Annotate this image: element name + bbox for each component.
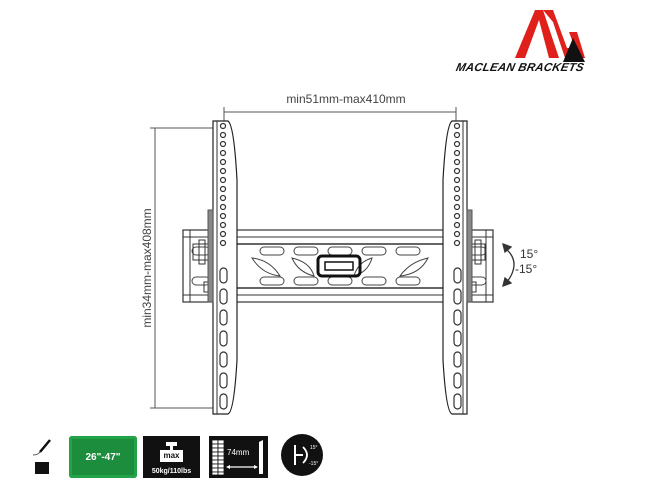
weight-icon bbox=[166, 442, 177, 446]
width-dimension-label: min51mm-max410mm bbox=[286, 92, 406, 106]
height-dimension-label: min34mm-max408mm bbox=[140, 208, 154, 328]
screen-size-badge: 26"-47" bbox=[69, 436, 137, 478]
max-weight-badge: max 50kg/110lbs bbox=[143, 436, 200, 478]
weight-max-label: max bbox=[160, 450, 183, 462]
tilt-arrow-icon bbox=[502, 242, 515, 288]
install-tool-icon bbox=[32, 439, 51, 474]
weight-value: 50kg/110lbs bbox=[151, 468, 192, 475]
svg-text:15°: 15° bbox=[310, 445, 318, 451]
screen-size-label: 26"-47" bbox=[85, 451, 121, 463]
tilt-range-icon: 15° -15° bbox=[294, 445, 318, 467]
wall-distance-value: 74mm bbox=[227, 448, 250, 457]
tilt-up-label: 15° bbox=[520, 247, 539, 261]
tilt-range-badge: 15° -15° bbox=[281, 434, 323, 476]
wall-distance-badge: 74mm bbox=[209, 436, 268, 478]
svg-text:-15°: -15° bbox=[309, 461, 318, 467]
tilt-down-label: -15° bbox=[515, 262, 538, 276]
wall-distance-icon bbox=[211, 439, 263, 476]
brand-logo-icon bbox=[515, 10, 585, 62]
